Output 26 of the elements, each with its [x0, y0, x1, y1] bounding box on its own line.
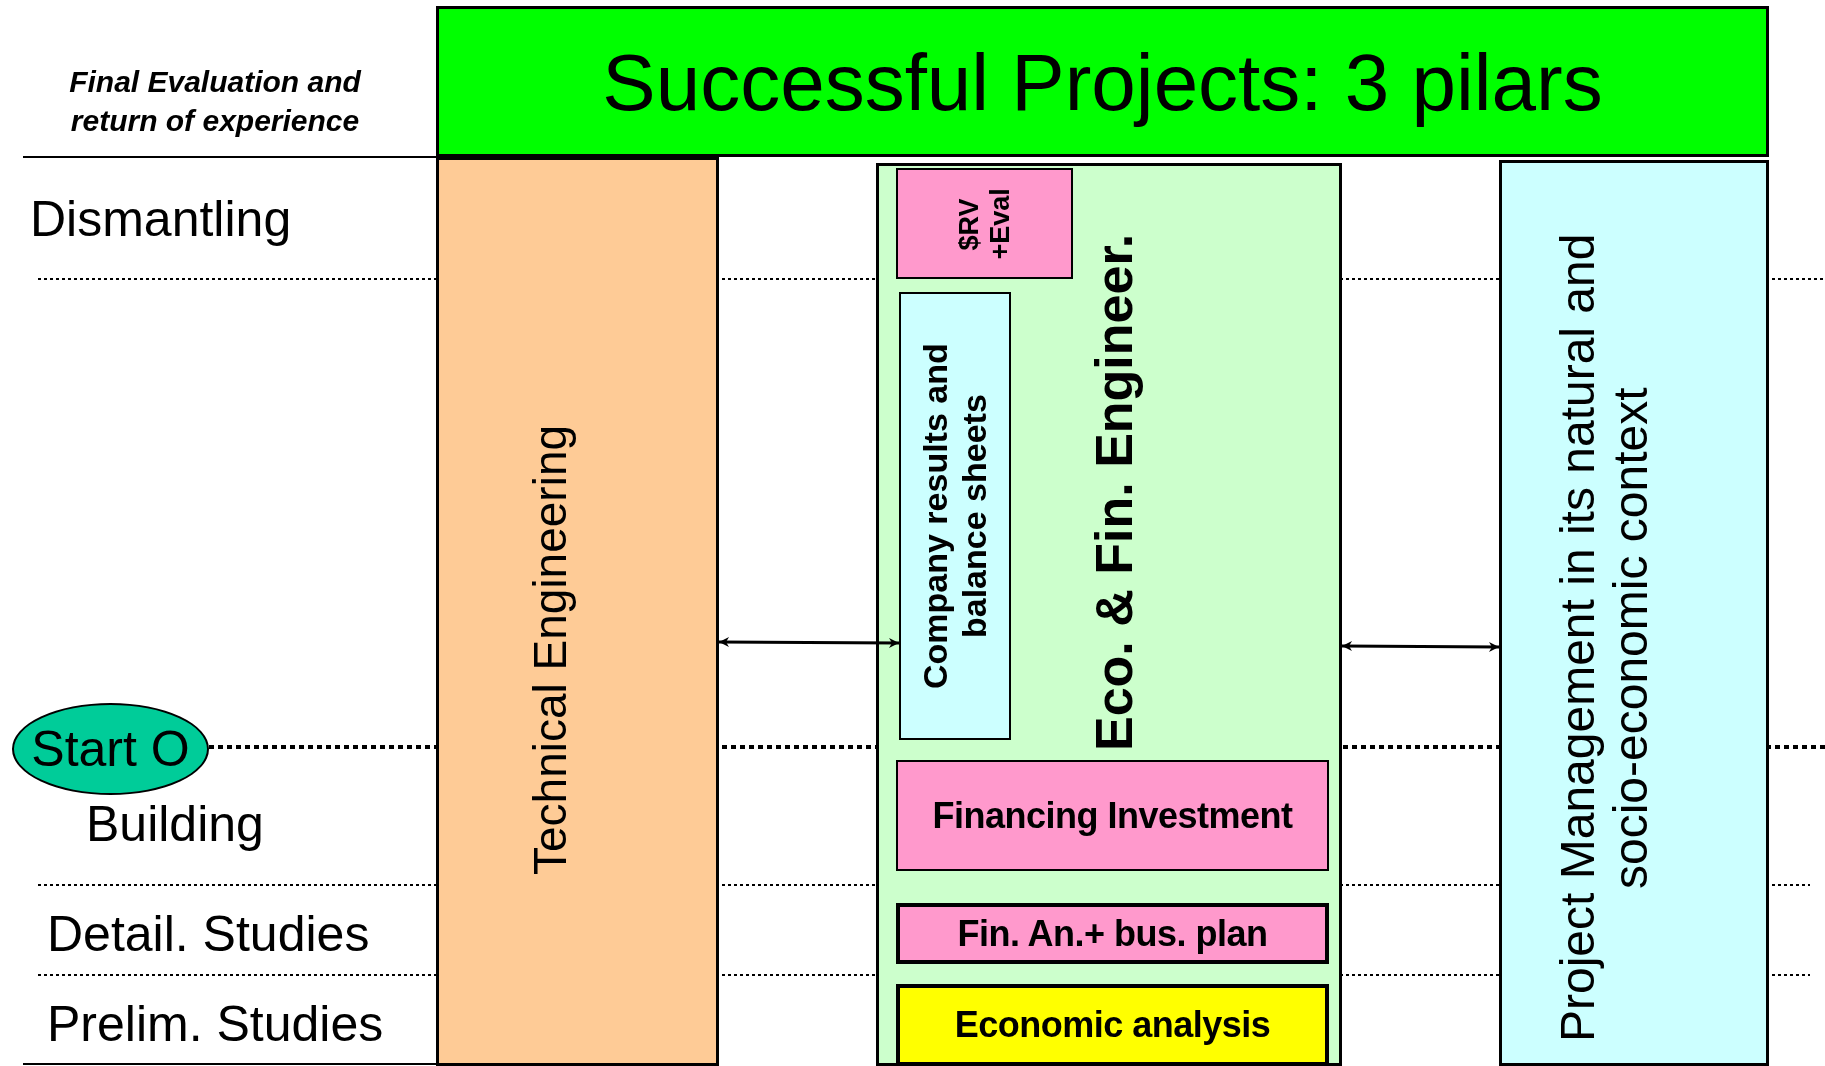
node-label: Eco. & Fin. Engineer.: [1084, 232, 1144, 751]
phase-label: Detail. Studies: [47, 905, 370, 963]
process-box: [896, 168, 1073, 279]
node-label: Economic analysis: [954, 1004, 1271, 1046]
pillar-column: [876, 163, 1342, 1066]
phase-label: Prelim. Studies: [47, 995, 384, 1053]
process-box: [899, 292, 1011, 740]
process-box: [896, 903, 1329, 964]
title-banner: [436, 6, 1769, 157]
pillar-column: [436, 157, 719, 1066]
phase-label: Building: [86, 795, 264, 853]
process-box: [896, 760, 1329, 871]
pillar-column: [1499, 160, 1769, 1066]
node-label: $RV +Eval: [953, 186, 1016, 262]
process-box: [896, 984, 1329, 1066]
node-label: Company results and balance sheets: [915, 342, 994, 691]
node-label: Financing Investment: [932, 794, 1293, 837]
node-label: Successful Projects: 3 pilars: [602, 37, 1603, 129]
phase-label: Dismantling: [30, 190, 292, 248]
double-arrow: [719, 637, 899, 648]
double-arrow: [1342, 641, 1499, 652]
node-label: Start O: [31, 720, 190, 778]
phase-heading: Final Evaluation and return of experience: [68, 64, 363, 139]
node-label: Project Management in its natural and socio-economic context: [1552, 232, 1658, 1045]
node-label: Technical Engineering: [523, 423, 577, 875]
node-label: Fin. An.+ bus. plan: [957, 912, 1268, 955]
